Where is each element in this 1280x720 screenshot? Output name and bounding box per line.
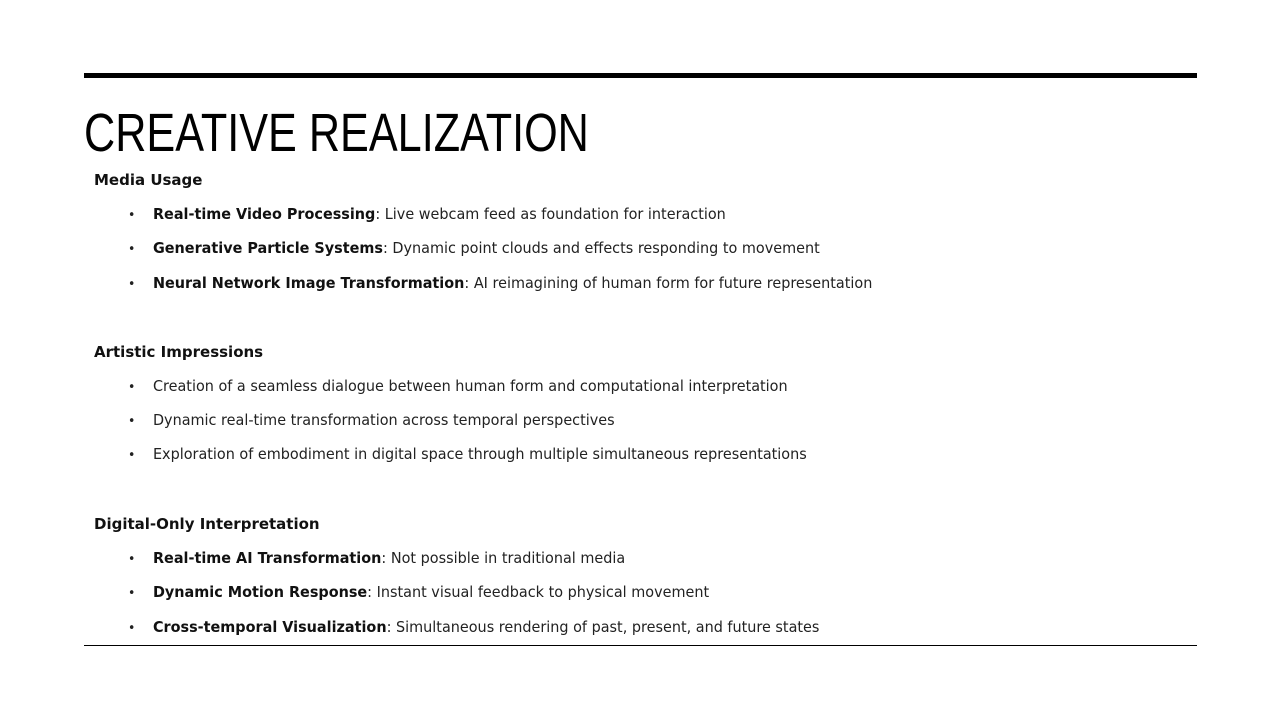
bullet-icon: • xyxy=(128,448,136,463)
list-item: • Exploration of embodiment in digital sp… xyxy=(128,445,807,463)
list-item: • Dynamic real-time transformation across… xyxy=(128,411,615,429)
list-item-description: : AI reimagining of human form for futur… xyxy=(464,274,873,292)
bullet-icon: • xyxy=(128,414,136,429)
list-item-term: Cross-temporal Visualization xyxy=(152,618,387,636)
list-item-description: Creation of a seamless dialogue between … xyxy=(152,377,788,395)
list-item-term: Dynamic Motion Response xyxy=(152,583,368,601)
section-heading-media-usage: Media Usage xyxy=(94,171,203,189)
bullet-icon: • xyxy=(128,621,136,636)
slide-title: CREATIVE REALIZATION xyxy=(84,103,589,163)
bullet-icon: • xyxy=(128,552,136,567)
list-item-description: : Dynamic point clouds and effects respo… xyxy=(382,239,820,257)
bullet-icon: • xyxy=(128,586,136,601)
list-item-term: Neural Network Image Transformation xyxy=(152,274,465,292)
list-item-description: : Not possible in traditional media xyxy=(381,549,626,567)
list-item: • Neural Network Image Transformation: AI… xyxy=(128,274,872,292)
list-item-term: Generative Particle Systems xyxy=(152,239,383,257)
list-item: • Real-time AI Transformation: Not possib… xyxy=(128,549,625,567)
list-item-description: : Live webcam feed as foundation for int… xyxy=(375,205,726,223)
bullet-icon: • xyxy=(128,380,136,395)
list-item: • Creation of a seamless dialogue between… xyxy=(128,377,788,395)
section-heading-digital-only-interpretation: Digital-Only Interpretation xyxy=(94,515,320,533)
list-item-description: Exploration of embodiment in digital spa… xyxy=(152,445,807,463)
list-item: • Dynamic Motion Response: Instant visual… xyxy=(128,583,709,601)
list-item-description: : Simultaneous rendering of past, presen… xyxy=(386,618,820,636)
bullet-icon: • xyxy=(128,242,136,257)
list-item-description: Dynamic real-time transformation across … xyxy=(152,411,615,429)
list-item-description: : Instant visual feedback to physical mo… xyxy=(367,583,710,601)
bullet-icon: • xyxy=(128,208,136,223)
list-item: • Generative Particle Systems: Dynamic po… xyxy=(128,239,820,257)
section-heading-artistic-impressions: Artistic Impressions xyxy=(94,343,264,361)
list-item: • Cross-temporal Visualization: Simultane… xyxy=(128,618,819,636)
list-item-term: Real-time Video Processing xyxy=(152,205,376,223)
bottom-rule xyxy=(84,645,1197,646)
list-item: • Real-time Video Processing: Live webcam… xyxy=(128,205,726,223)
list-item-term: Real-time AI Transformation xyxy=(152,549,382,567)
bullet-icon: • xyxy=(128,277,136,292)
top-rule xyxy=(84,73,1197,78)
